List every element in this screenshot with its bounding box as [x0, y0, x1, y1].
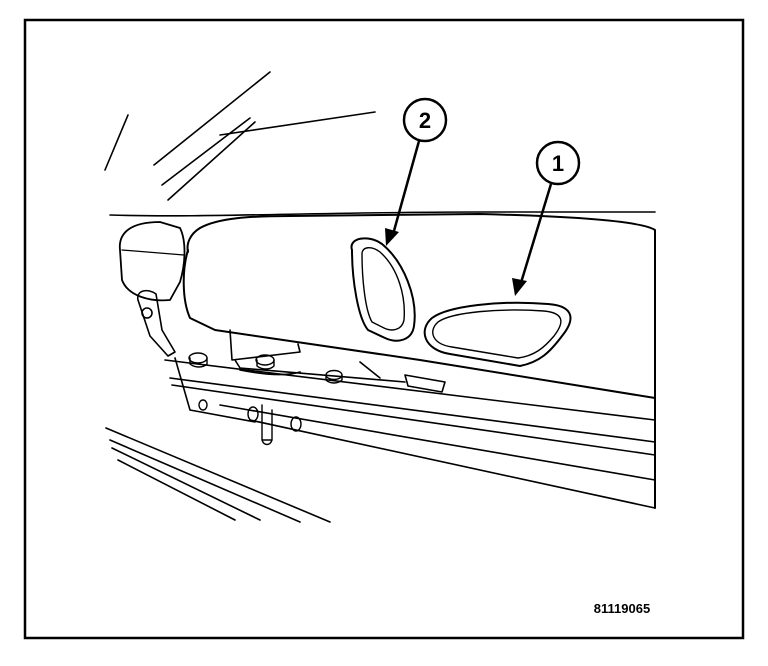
shield-lower-trim	[164, 359, 656, 509]
rail-holes	[198, 399, 302, 446]
seat-back-outline	[104, 71, 376, 201]
figure-id: 81119065	[594, 601, 650, 616]
callout-2-arrowhead	[385, 228, 399, 246]
callout-1-arrowhead	[512, 278, 527, 296]
callout-2-number: 2	[419, 108, 431, 133]
floor-lines	[105, 427, 331, 523]
recliner-handle	[350, 237, 416, 342]
callout-1-leader	[518, 183, 553, 287]
seat-height-adjuster-handle	[423, 301, 572, 367]
callout-1: 1	[512, 140, 581, 296]
seat-cushion-edge	[109, 211, 656, 217]
seat-track	[137, 289, 446, 423]
mounting-bolts	[188, 352, 343, 384]
callout-2: 2	[385, 97, 448, 246]
side-shield	[182, 213, 656, 509]
figure-border	[23, 18, 745, 640]
seat-bolster	[119, 221, 186, 302]
callout-2-leader	[390, 140, 421, 239]
callout-1-number: 1	[552, 151, 564, 176]
